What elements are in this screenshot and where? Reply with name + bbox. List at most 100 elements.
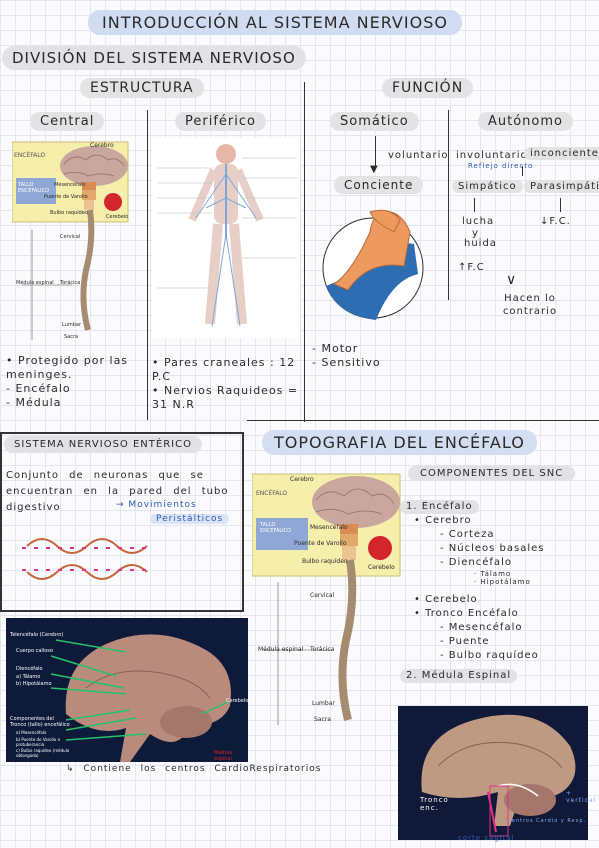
- somatico-label: Somático: [330, 112, 419, 131]
- cns-cerebelo-label: Cerebelo: [106, 214, 129, 220]
- enterico-text: Conjunto de neuronas que se encuentran e…: [6, 470, 229, 513]
- outline-diencefalo: - Diencéfalo: [440, 557, 512, 568]
- peristalsis-wave-icon: [22, 538, 152, 580]
- sag-calloso-label: Cuerpo calloso: [16, 648, 53, 654]
- cns-toracica-label: Torácica: [60, 280, 81, 286]
- pns-figure: [152, 138, 300, 338]
- simpatico-label: Simpático: [452, 180, 523, 193]
- cns-diagram: [11, 141, 129, 340]
- sag-bulbo-label: c) Bulbo raquídeo (médula oblongada): [16, 748, 70, 758]
- somatico-bullets: - Motor - Sensitivo: [312, 342, 432, 370]
- movimientos-label: → Movimientos: [116, 500, 197, 510]
- outline-cerebro: • Cerebro: [414, 515, 472, 526]
- photo-centros-label: centros Cardio y Resp.: [508, 818, 587, 824]
- cns-large-puente-label: Puente de Varolio: [294, 540, 347, 547]
- flexed-arm-figure: [318, 206, 428, 326]
- cns-large-cerebro-label: Cerebro: [290, 476, 314, 483]
- cns-large-mesencefalo-label: Mesencéfalo: [310, 524, 348, 531]
- involuntario-label: involuntario: [456, 150, 528, 161]
- outline-corteza: - Corteza: [440, 529, 495, 540]
- cns-large-lumbar-label: Lumbar: [312, 700, 335, 707]
- autonomo-label: Autónomo: [478, 112, 573, 131]
- cns-large-toracica-label: Torácica: [310, 646, 335, 653]
- contrario-label: Hacen lo contrario: [502, 293, 558, 317]
- vertical-divider-funcion: [448, 110, 449, 300]
- central-bullet-1: • Protegido por las meninges.: [6, 354, 129, 381]
- somatico-arrow: [375, 136, 376, 168]
- sag-puente-label: b) Puente de Varolio o protuberancia: [16, 737, 61, 747]
- peristalsis-diagram: [22, 534, 152, 584]
- flexed-arm-icon: [322, 209, 424, 320]
- outline-encefalo: 1. Encéfalo: [400, 500, 479, 514]
- somatico-bullet-2: - Sensitivo: [312, 356, 381, 369]
- reflejo-label: Reflejo directo: [468, 162, 534, 170]
- sag-telencefalo-label: Telencéfalo (Cerebro): [10, 632, 64, 638]
- vertical-divider-estructura: [147, 110, 148, 420]
- cns-large-sacra-label: Sacra: [314, 716, 331, 723]
- componentes-heading: COMPONENTES DEL SNC: [408, 466, 576, 481]
- lucha-label: lucha: [462, 216, 495, 227]
- sag-medula-label: Médula espinal: [214, 750, 233, 762]
- outline-mesencefalo: - Mesencéfalo: [440, 622, 523, 633]
- photo-tronco-label: Tronco enc.: [420, 796, 449, 812]
- outline-cerebelo: • Cerebelo: [414, 594, 478, 605]
- central-bullet-2: - Encéfalo: [6, 382, 71, 395]
- outline-talamo: · Tálamo: [474, 570, 512, 578]
- sag-hipotalamo-label: b) Hipotálamo: [16, 681, 52, 687]
- central-bullets: • Protegido por las meninges. - Encéfalo…: [6, 354, 141, 410]
- cns-diagram-large: [251, 473, 401, 725]
- autonomo-arrow-down: [522, 166, 523, 176]
- sagittal-brain-diagram: [50, 634, 231, 762]
- cns-large-cerebelo-label: Cerebelo: [368, 564, 395, 571]
- periferico-bullets: • Pares craneales : 12 P.C • Nervios Raq…: [152, 356, 302, 412]
- cns-large-medula-label: Médula espinal: [258, 646, 304, 653]
- outline-puente: - Puente: [440, 636, 490, 647]
- cns-encefalo-label: ENCÉFALO: [14, 152, 46, 159]
- outline-hipotalamo: · Hipotálamo: [474, 578, 531, 586]
- cns-large-cervical-label: Cervical: [310, 592, 335, 599]
- sag-mesencefalo-label: a) Mesencéfalo: [16, 730, 47, 735]
- somatico-bullet-1: - Motor: [312, 342, 359, 355]
- outline-medula: 2. Médula Espinal: [400, 669, 518, 683]
- cns-cervical-label: Cervical: [60, 234, 81, 240]
- sag-diencefalo-label: Diencéfalo: [16, 666, 43, 672]
- cns-sacra-label: Sacra: [64, 334, 79, 340]
- caption-text: ↳ Contiene los centros CardioRespiratori…: [66, 764, 322, 774]
- inconciente-label: inconciente: [524, 147, 599, 160]
- outline-bulbo: - Bulbo raquídeo: [440, 650, 539, 661]
- corte-sagital-label: corte sagital: [458, 834, 515, 842]
- central-bullet-3: - Médula: [6, 396, 62, 409]
- photo-vertical-label: + vertical: [566, 790, 597, 804]
- division-title: DIVISIÓN DEL SISTEMA NERVIOSO: [2, 46, 306, 70]
- fc-down-label: ↓F.C.: [540, 216, 571, 227]
- brain-photo-diagram: [421, 714, 576, 837]
- cns-figure-large: Cerebro ENCÉFALO TALLO ENCEFÁLICO Mesenc…: [251, 470, 402, 730]
- sagittal-brain-figure: Telencéfalo (Cerebro) Cuerpo calloso Die…: [6, 618, 248, 762]
- enterico-heading: SISTEMA NERVIOSO ENTÉRICO: [4, 436, 202, 453]
- cns-mesencefalo-label: Mesencéfalo: [54, 182, 86, 188]
- cns-tallo-label: TALLO ENCEFÁLICO: [18, 182, 50, 194]
- cns-large-bulbo-label: Bulbo raquídeo: [302, 558, 348, 565]
- periferico-label: Periférico: [175, 112, 266, 131]
- cns-cerebro-label: Cerebro: [90, 142, 114, 149]
- periferico-bullet-2: • Nervios Raquideos = 31 N.R: [152, 384, 299, 411]
- somatico-arrow-head: ▼: [370, 164, 378, 175]
- enterico-box: [0, 432, 244, 612]
- cns-medula-label: Médula espinal: [16, 280, 54, 286]
- cns-figure: Cerebro ENCÉFALO TALLO ENCEFÁLICO Mesenc…: [11, 140, 130, 350]
- consciente-label: Conciente: [334, 176, 424, 194]
- funcion-heading: FUNCIÓN: [382, 78, 474, 98]
- sag-componentes-label: Componentes del Tronco (tallo) encefálic…: [10, 716, 70, 728]
- horizontal-divider: [247, 420, 599, 421]
- pns-diagram: [157, 144, 297, 327]
- huida-label: huida: [464, 238, 497, 249]
- vertical-divider-main: [304, 82, 305, 422]
- parasimpatico-label: Parasimpático: [524, 180, 599, 193]
- estructura-heading: ESTRUCTURA: [80, 78, 204, 98]
- cns-bulbo-label: Bulbo raquídeo: [50, 210, 88, 216]
- y-label: y: [472, 228, 479, 239]
- componentes-outline: 1. Encéfalo • Cerebro - Corteza - Núcleo…: [400, 500, 596, 683]
- simpatico-arrow: [474, 198, 475, 212]
- sag-talamo-label: a) Tálamo: [16, 674, 41, 680]
- page-title: INTRODUCCIÓN AL SISTEMA NERVIOSO: [88, 10, 462, 35]
